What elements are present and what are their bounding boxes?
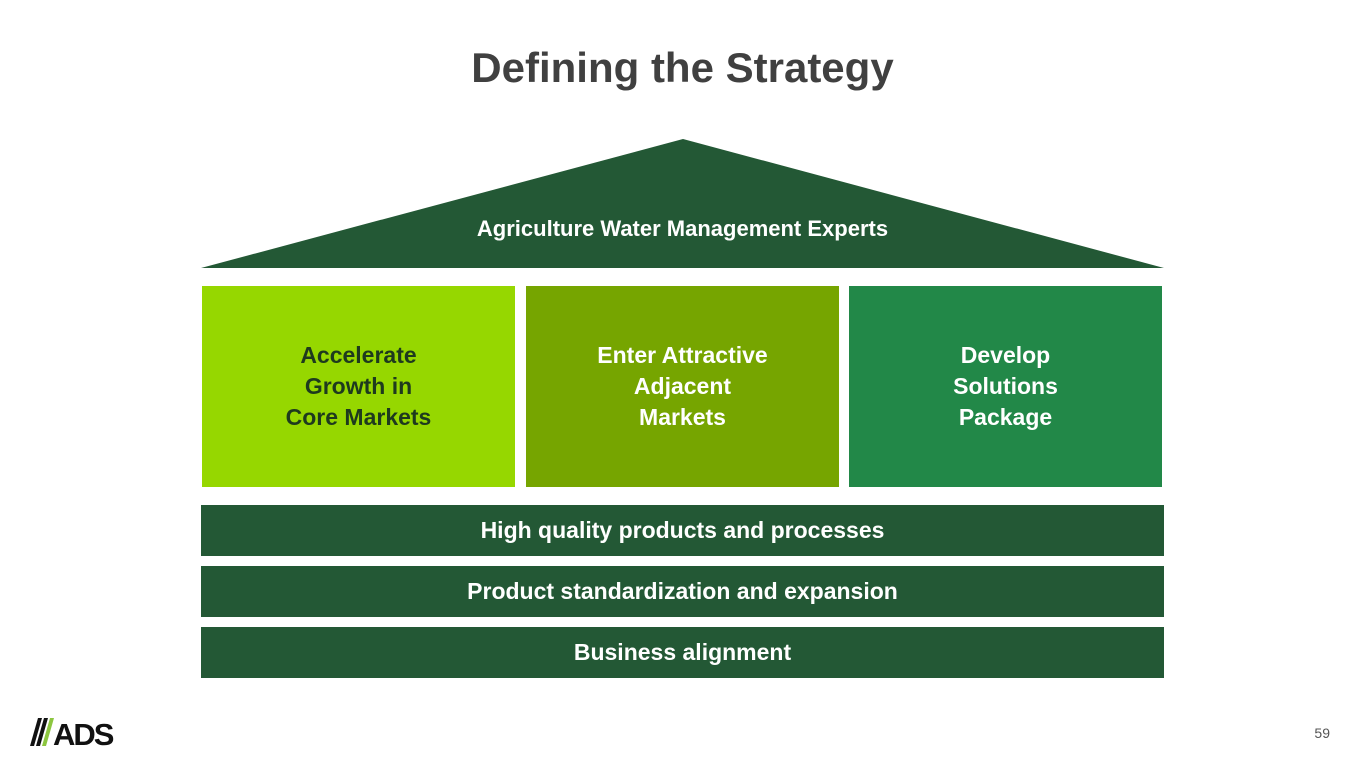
foundation-bar-standardization: Product standardization and expansion [201,566,1164,617]
page-number: 59 [1314,725,1330,741]
pillar-label: Develop Solutions Package [953,342,1058,430]
pillar-label: Accelerate Growth in Core Markets [285,342,432,430]
pillar-solutions-package: Develop Solutions Package [849,286,1162,487]
pillar-core-markets: Accelerate Growth in Core Markets [202,286,515,487]
pillar-adjacent-markets: Enter Attractive Adjacent Markets [526,286,839,487]
foundation-bar-quality: High quality products and processes [201,505,1164,556]
svg-text:ADS: ADS [53,717,114,748]
foundation-bar-alignment: Business alignment [201,627,1164,678]
roof-label: Agriculture Water Management Experts [476,216,889,241]
ads-logo: ADS [30,717,116,748]
roof-shape [201,139,1164,268]
slide-title: Defining the Strategy [471,44,894,91]
pillar-label: Enter Attractive Adjacent Markets [597,342,768,430]
